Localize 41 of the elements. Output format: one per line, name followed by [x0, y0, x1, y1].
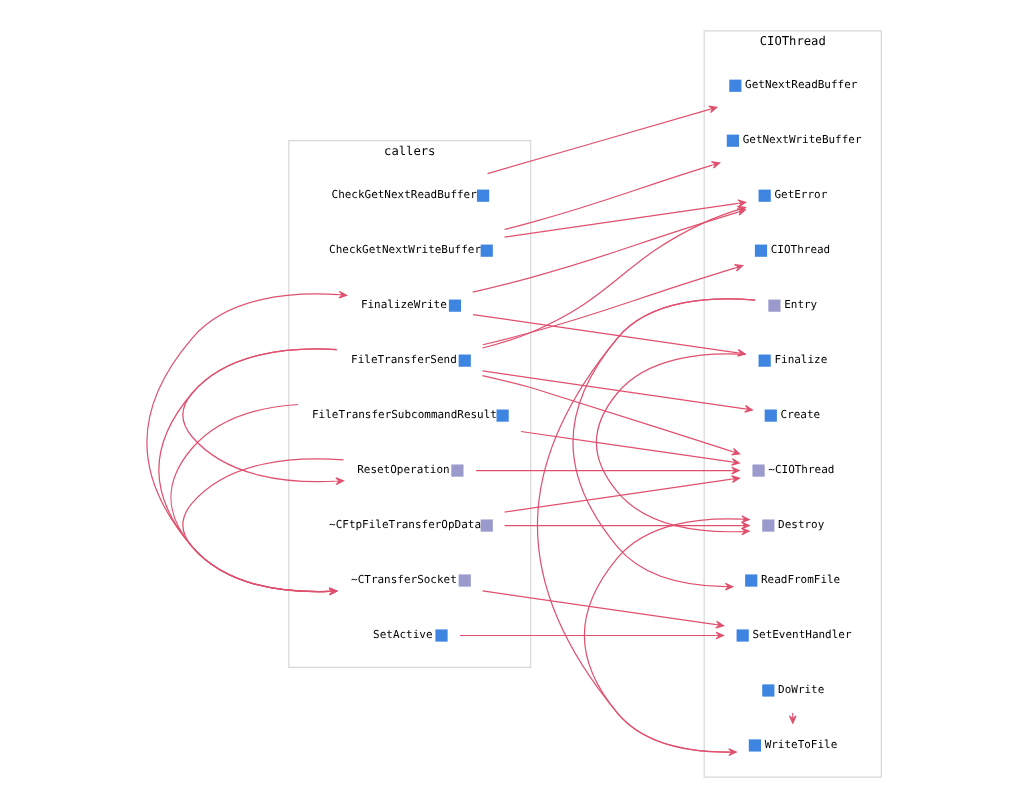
node-box	[434, 629, 447, 642]
arrow	[145, 290, 347, 593]
arrow	[157, 348, 337, 596]
node-box	[495, 409, 508, 422]
arrow	[582, 515, 749, 753]
arrow	[502, 521, 749, 530]
node-box	[457, 574, 470, 587]
arrow	[480, 590, 724, 629]
node-box	[761, 519, 774, 532]
arrow	[474, 466, 739, 475]
arrow	[519, 430, 739, 466]
node-box	[761, 684, 774, 697]
node-box	[763, 409, 776, 422]
arrow	[503, 161, 720, 231]
node-box	[753, 244, 767, 257]
node-box	[479, 244, 492, 257]
arrow	[480, 370, 752, 413]
node-box	[457, 354, 470, 367]
node-box	[447, 299, 461, 312]
node-box	[751, 464, 764, 477]
arrow	[471, 314, 745, 357]
node-box	[757, 354, 770, 367]
node-box	[767, 299, 780, 312]
arrow	[485, 105, 717, 175]
arrow	[480, 375, 740, 456]
arrow	[481, 264, 743, 346]
node-box	[728, 79, 741, 92]
arrow	[181, 458, 344, 596]
arrow	[594, 353, 749, 536]
arrow	[471, 208, 745, 293]
arrow	[502, 475, 739, 513]
node-box	[735, 629, 748, 642]
node-box	[744, 574, 757, 587]
node-box	[725, 134, 738, 147]
node-box	[757, 189, 770, 202]
node-box	[450, 464, 463, 477]
node-box	[479, 519, 492, 532]
arrow	[458, 631, 724, 640]
arrow	[169, 403, 337, 596]
node-box	[475, 189, 489, 202]
node-box	[747, 739, 760, 752]
